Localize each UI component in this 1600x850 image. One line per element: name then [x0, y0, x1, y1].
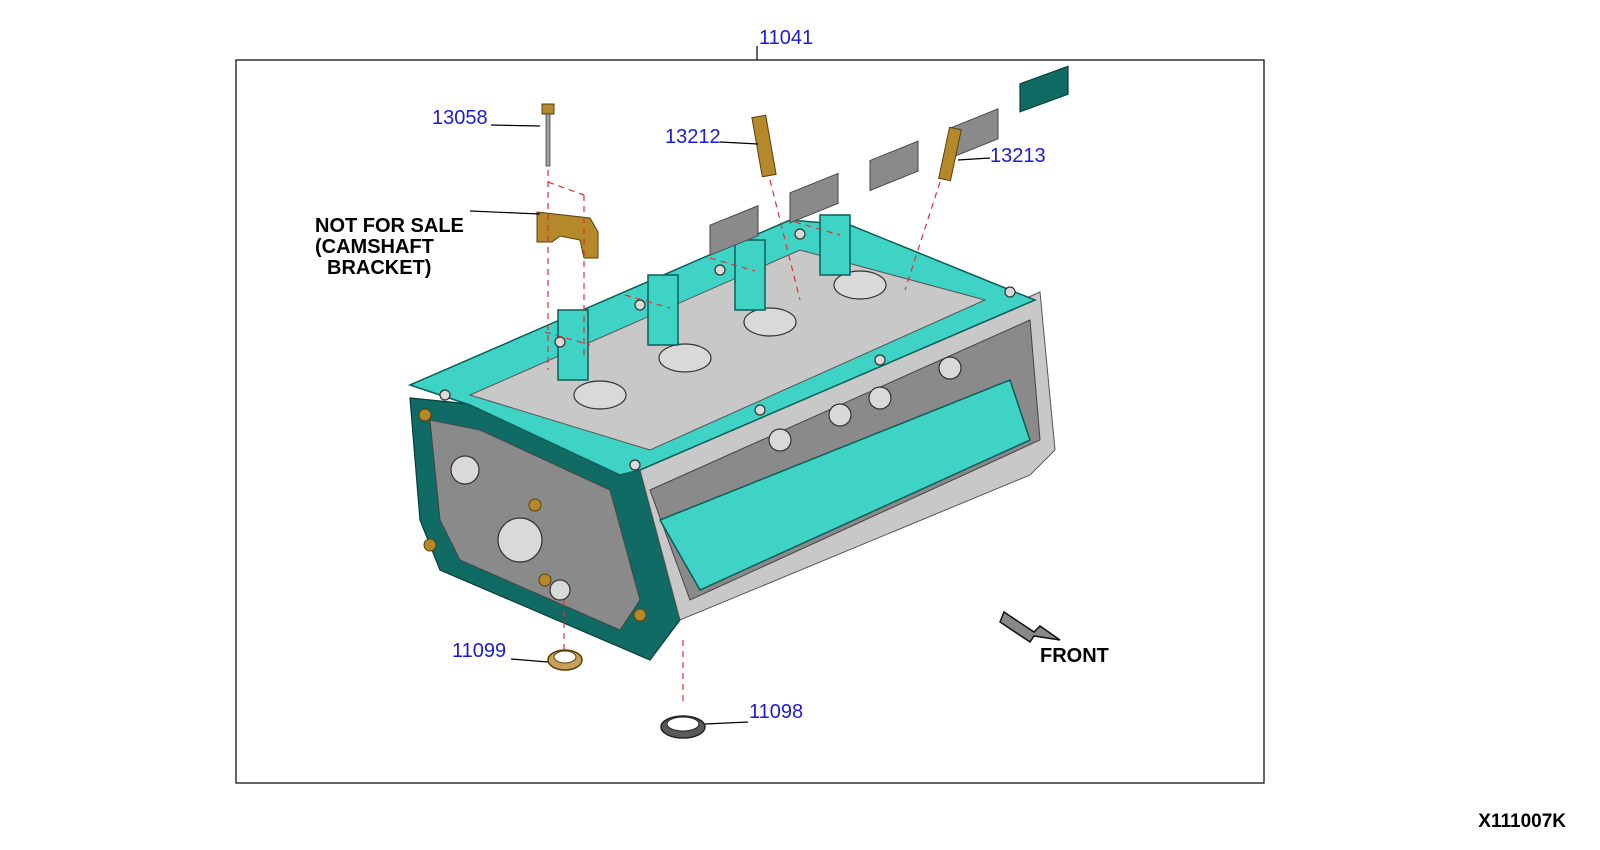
cylinder-head-illustration	[407, 65, 1069, 661]
ring-large-leader	[704, 721, 749, 725]
callout-bolt[interactable]: 13058	[432, 107, 488, 129]
note-line-1: NOT FOR SALE	[315, 215, 464, 237]
exhaust-ports	[768, 356, 962, 452]
diagram-code: X111007K	[1478, 811, 1566, 832]
ring-large-part	[660, 715, 706, 739]
ring-small-part	[547, 649, 583, 671]
callout-head-assembly[interactable]: 11041	[759, 27, 813, 49]
diagram-frame	[235, 59, 1265, 784]
bolt-part	[541, 103, 555, 167]
bolt-leader	[490, 124, 541, 127]
guide-intake-leader	[719, 141, 759, 145]
note-line-3: BRACKET)	[327, 257, 431, 279]
bracket-leader	[469, 210, 541, 215]
note-line-2: (CAMSHAFT	[315, 236, 434, 258]
arrow-down-right-icon	[999, 610, 1061, 644]
callout-valve-guide-exhaust[interactable]: 13213	[990, 145, 1046, 167]
camshaft-bracket-part	[536, 211, 599, 259]
assembly-guide-lines	[544, 170, 941, 705]
cam-journals	[557, 214, 887, 410]
callout-ring-small[interactable]: 11099	[452, 640, 506, 662]
deck-bolt-holes	[439, 228, 1016, 471]
front-label: FRONT	[1040, 645, 1109, 667]
guide-exhaust-leader	[957, 157, 991, 161]
valve-guide-intake-part	[751, 114, 777, 178]
callout-valve-guide-intake[interactable]: 13212	[665, 126, 721, 148]
ring-small-leader	[510, 658, 549, 663]
intake-ports	[709, 108, 999, 256]
callout-ring-large[interactable]: 11098	[749, 701, 803, 723]
valve-guide-exhaust-part	[938, 126, 962, 182]
